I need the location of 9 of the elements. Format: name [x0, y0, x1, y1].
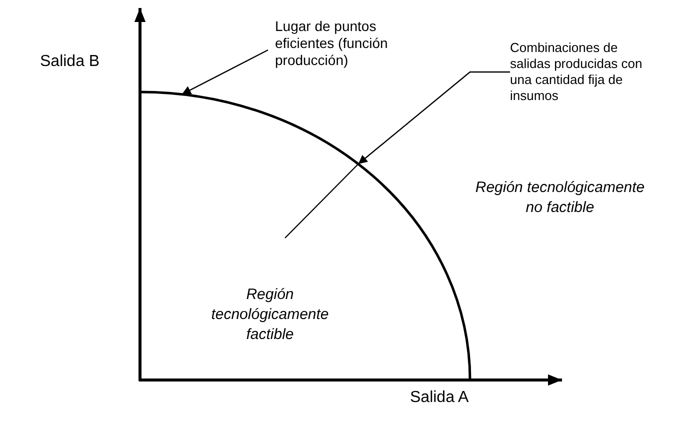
annotation-text: Lugar de puntos eficientes (función producción)	[275, 18, 425, 69]
region-label: Región tecnológicamente factible	[210, 285, 330, 345]
leader-line	[284, 71, 510, 238]
leader-line	[182, 49, 268, 95]
frontier-curve	[140, 90, 472, 380]
axis-label: Salida B	[40, 52, 101, 72]
annotation-text: Combinaciones de salidas producidas con una cantidad fija de insumos	[510, 40, 650, 104]
axis-label: Salida A	[410, 388, 470, 408]
region-label: Región tecnológicamente no factible	[475, 178, 645, 218]
